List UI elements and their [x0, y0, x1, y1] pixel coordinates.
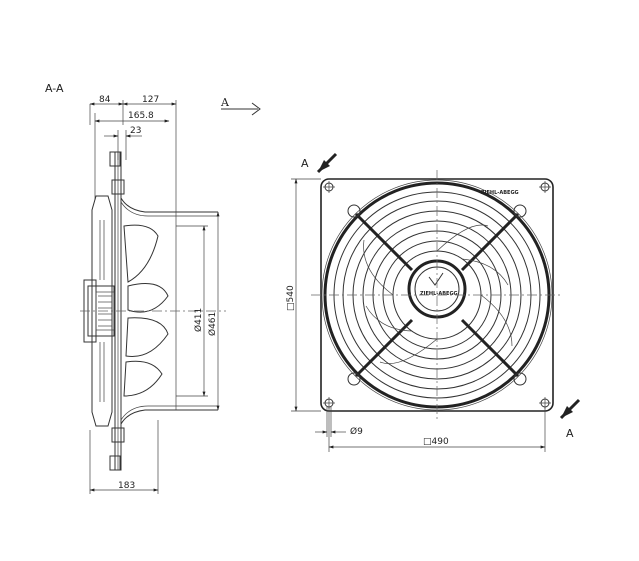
dim-23-label: 23: [130, 126, 141, 136]
view-arrow: A: [220, 96, 261, 116]
dim-183: 183: [89, 420, 159, 494]
dim-84-127: 84 127: [89, 95, 177, 212]
dim-hole: Ø9: [315, 407, 363, 437]
impeller-blades-front: [363, 224, 513, 364]
view-arrow-label: A: [220, 96, 230, 109]
front-view: ZIEHL-ABEGG ZIEHL-ABEGG A A □540: [286, 152, 581, 452]
dim-183-label: 183: [118, 481, 135, 491]
section-line-a: A A: [301, 152, 581, 440]
dim-d411-label: Ø411: [193, 308, 204, 332]
dim-540-label: □540: [286, 285, 296, 311]
dim-diameters: Ø411 Ø461: [176, 211, 220, 411]
dim-540: □540: [286, 178, 321, 412]
dim-165-8: 165.8: [94, 111, 170, 200]
section-mark-bottom: A: [566, 427, 574, 440]
motor-section: [83, 195, 115, 427]
section-mark-top: A: [301, 157, 309, 170]
dim-d461-label: Ø461: [207, 312, 218, 336]
dim-165-8-label: 165.8: [128, 111, 154, 121]
dim-127-label: 127: [142, 95, 159, 105]
dim-490: □490: [328, 407, 546, 452]
side-section-view: A-A 84 127 165.8 23: [45, 82, 226, 494]
mounting-holes: [323, 181, 551, 409]
hub-brand: ZIEHL-ABEGG: [420, 291, 458, 297]
section-label: A-A: [45, 82, 64, 95]
impeller-blades: [123, 224, 169, 397]
dim-490-label: □490: [423, 437, 449, 447]
dim-84-label: 84: [99, 95, 111, 105]
dim-hole-label: Ø9: [350, 426, 363, 437]
plate-brand: ZIEHL-ABEGG: [481, 190, 519, 196]
